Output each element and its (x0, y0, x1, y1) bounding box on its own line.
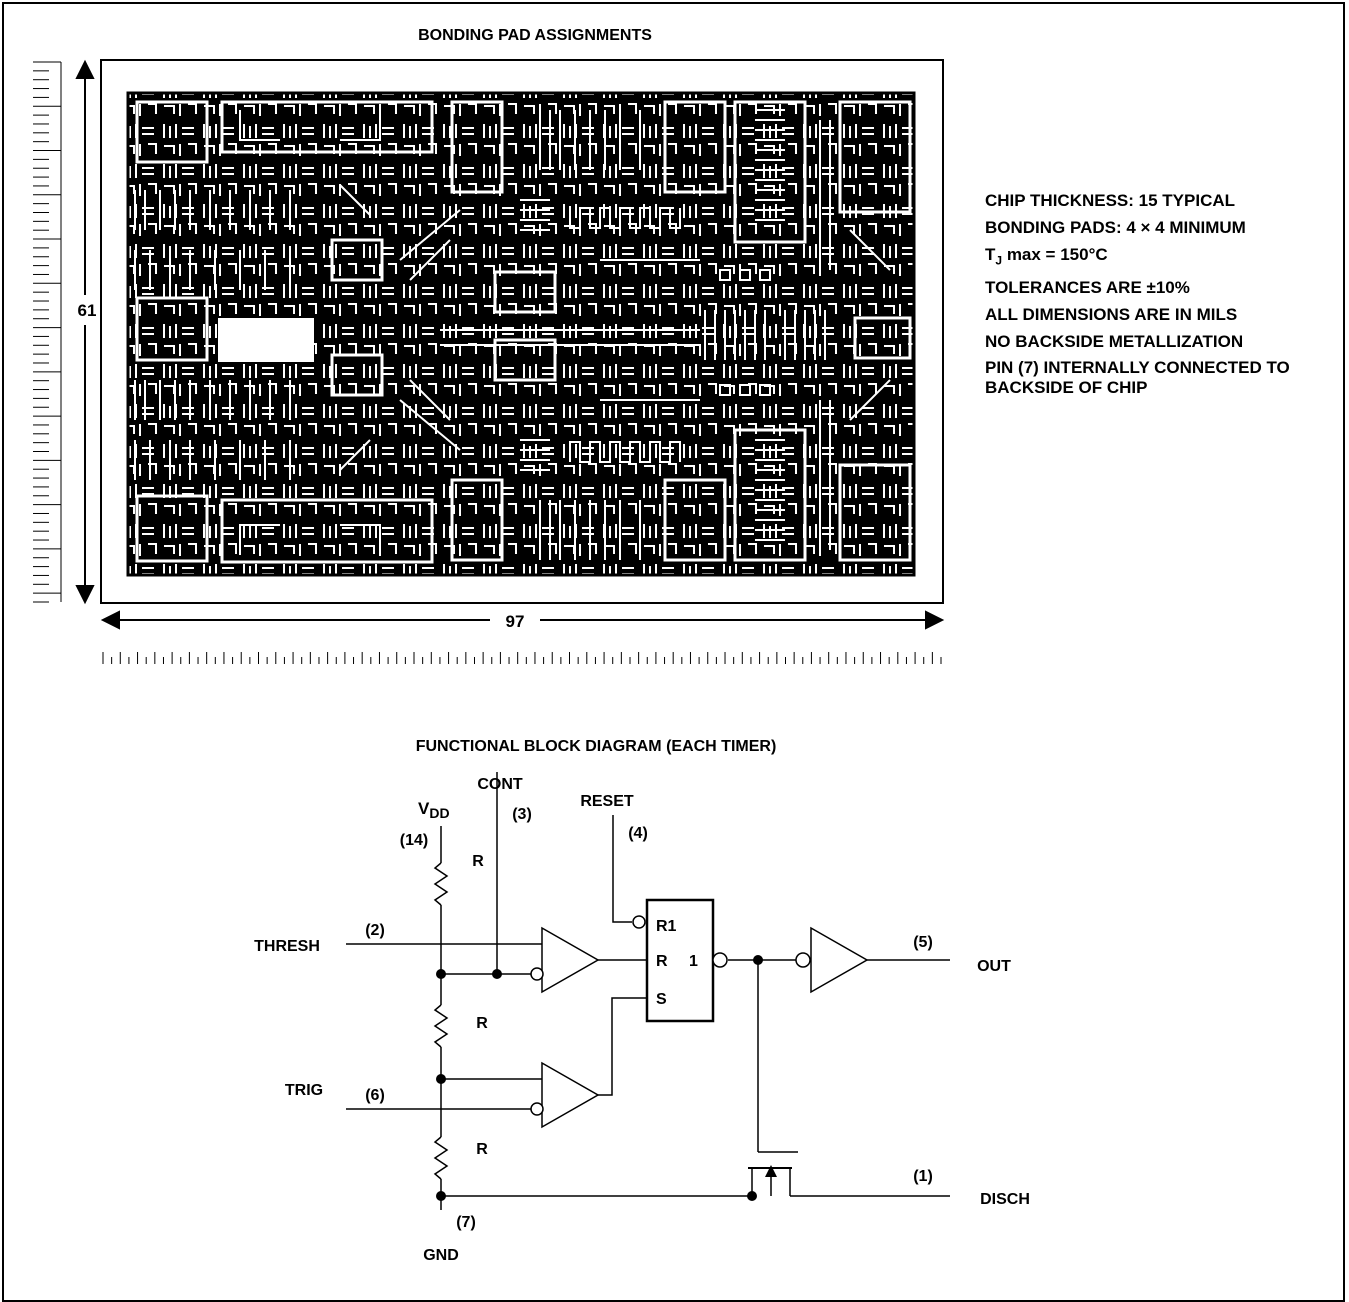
cont-pin: (3) (512, 806, 532, 823)
bonding-title: BONDING PAD ASSIGNMENTS (418, 27, 652, 44)
ff-s-label: S (656, 991, 667, 1008)
reset-pin: (4) (628, 825, 648, 842)
gnd-label: GND (423, 1247, 459, 1264)
note-backside: PIN (7) INTERNALLY CONNECTED TO BACKSIDE… (985, 358, 1290, 398)
vertical-ruler (33, 61, 62, 603)
height-label: 61 (78, 301, 97, 320)
chip-notes: CHIP THICKNESS: 15 TYPICAL BONDING PADS:… (985, 187, 1345, 398)
junction-dots (436, 955, 777, 1201)
trig-pin: (6) (365, 1087, 385, 1104)
ff-q-label: 1 (689, 953, 698, 970)
vdd-pin: (14) (400, 832, 428, 849)
block-title: FUNCTIONAL BLOCK DIAGRAM (EACH TIMER) (416, 738, 777, 755)
reset-label: RESET (580, 793, 634, 810)
note-thickness: CHIP THICKNESS: 15 TYPICAL (985, 191, 1236, 210)
width-dimension (100, 610, 945, 630)
out-label: OUT (977, 958, 1011, 975)
note-tolerances: TOLERANCES ARE ±10% (985, 278, 1190, 298)
resistor-label-1: R (472, 853, 484, 870)
disch-label: DISCH (980, 1191, 1030, 1208)
width-label: 97 (506, 612, 525, 631)
inversion-bubbles (530, 915, 811, 1116)
height-dimension (75, 59, 95, 605)
disch-pin: (1) (913, 1168, 933, 1185)
vdd-label: VDD (418, 799, 450, 821)
resistor-label-3: R (476, 1141, 488, 1158)
resistor-label-2: R (476, 1015, 488, 1032)
circuit-wires (346, 772, 950, 1210)
out-pin: (5) (913, 934, 933, 951)
gnd-pin: (7) (456, 1214, 476, 1231)
transistor-arrow (765, 1165, 777, 1177)
horizontal-ruler (102, 652, 942, 664)
chip-die (126, 91, 916, 577)
note-dimensions: ALL DIMENSIONS ARE IN MILS (985, 305, 1238, 325)
trig-label: TRIG (285, 1082, 323, 1099)
note-pads: BONDING PADS: 4 × 4 MINIMUM (985, 218, 1246, 237)
thresh-label: THRESH (254, 938, 320, 955)
thresh-pin: (2) (365, 922, 385, 939)
drawing: BONDING PAD ASSIGNMENTS (33, 27, 1030, 1264)
ff-r1-label: R1 (656, 918, 677, 935)
note-tj: TJ max = 150°C (985, 245, 1108, 268)
cont-label: CONT (477, 776, 523, 793)
note-metallization: NO BACKSIDE METALLIZATION (985, 332, 1244, 352)
ff-r-label: R (656, 953, 668, 970)
